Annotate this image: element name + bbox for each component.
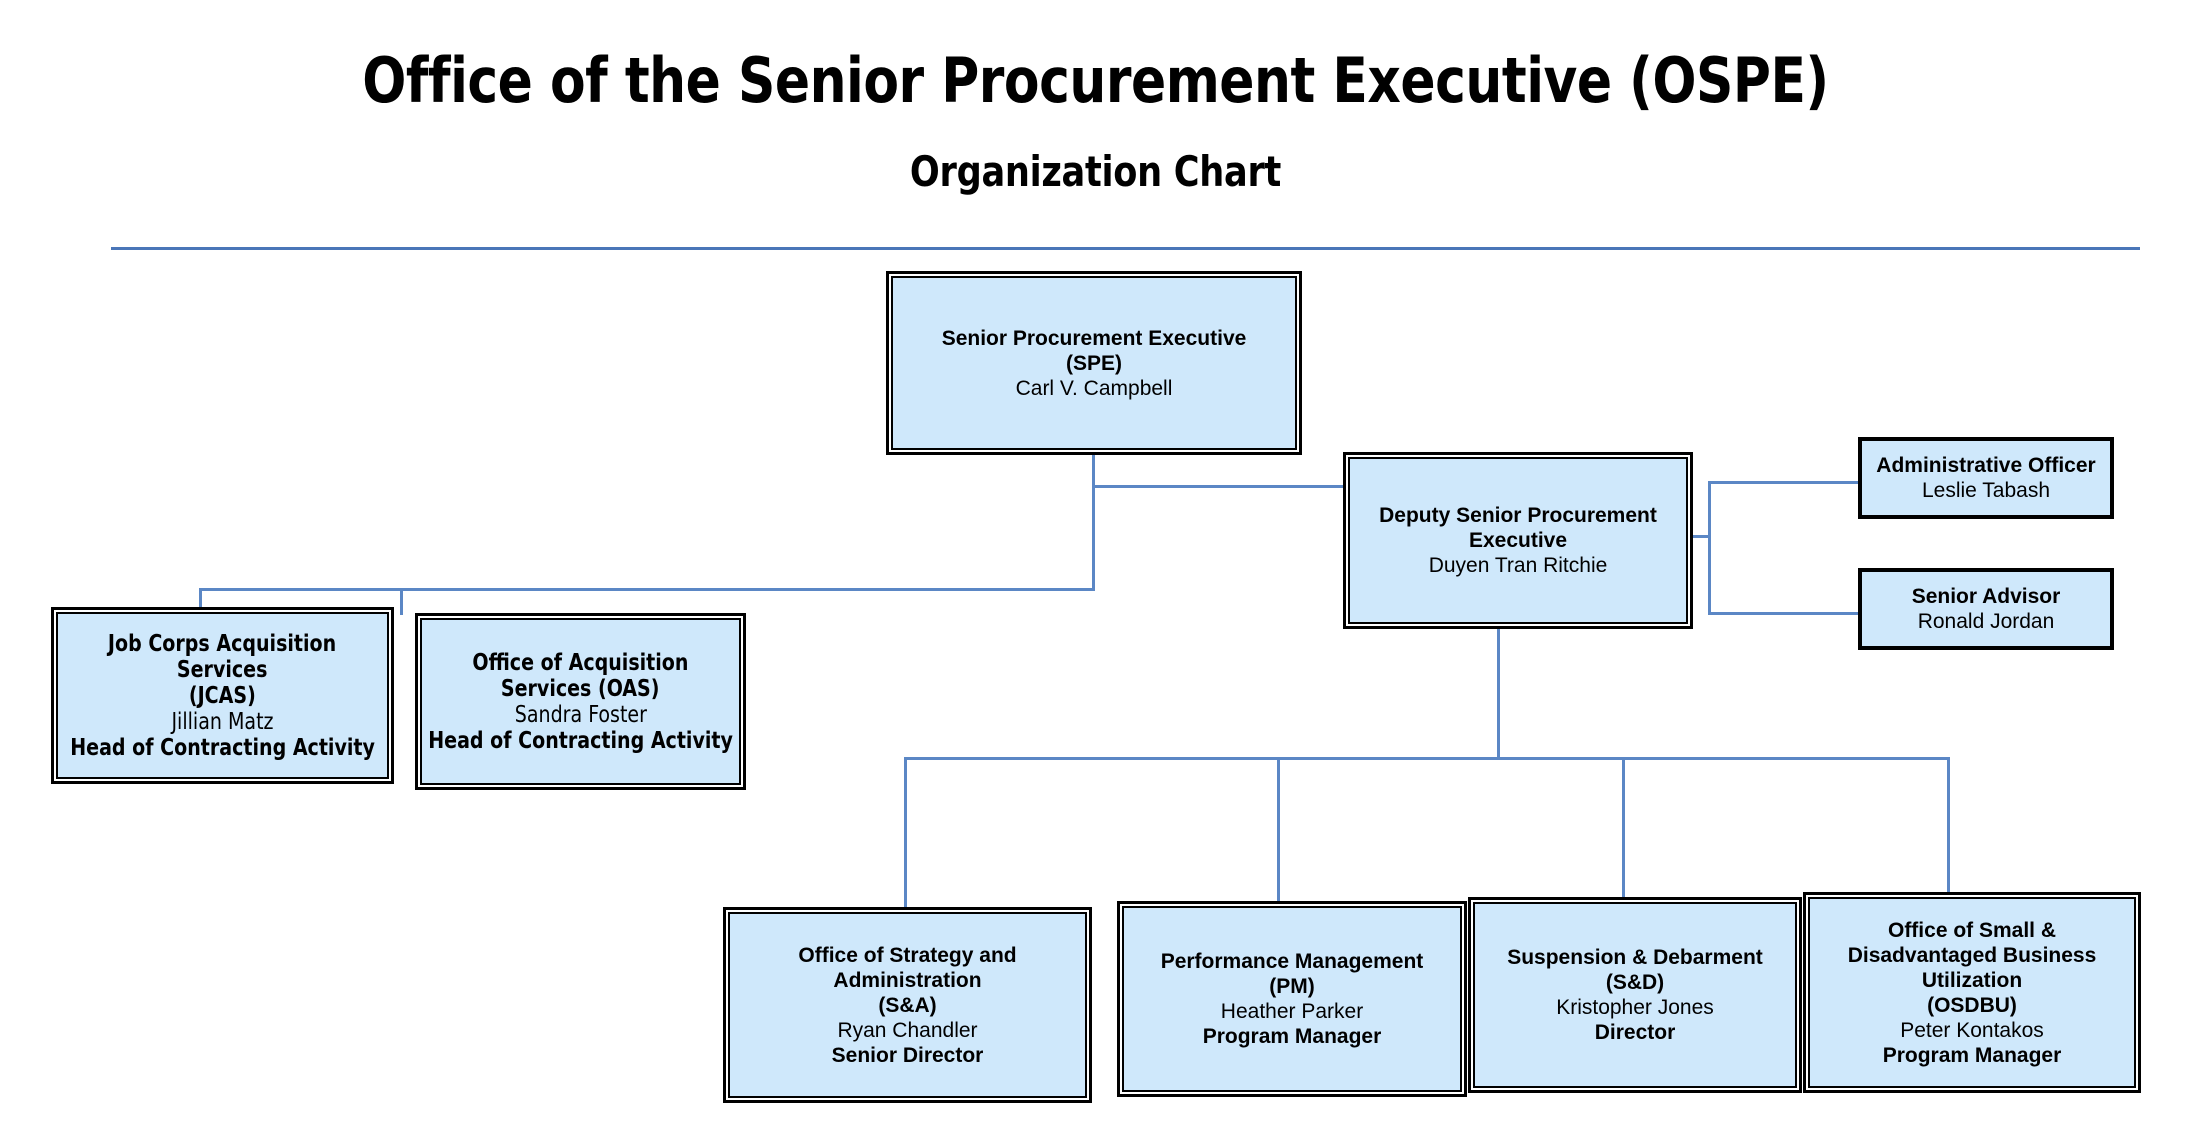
connector-bottom-bus [904,757,1950,760]
node-line: Services (OAS) [501,675,660,702]
node-suspension-and-debarment[interactable]: Suspension & Debarment (S&D) Kristopher … [1468,897,1802,1093]
page-title: Office of the Senior Procurement Executi… [362,44,1829,117]
node-body: Administrative Officer Leslie Tabash [1862,441,2110,515]
node-line: Office of Acquisition [472,649,689,676]
node-senior-advisor[interactable]: Senior Advisor Ronald Jordan [1858,568,2114,650]
connector-drop-sd [1622,757,1625,899]
node-line: Executive [1468,529,1568,552]
node-line: Director [1594,1021,1676,1044]
page-subtitle: Organization Chart [909,147,1282,196]
node-performance-management[interactable]: Performance Management (PM) Heather Park… [1117,901,1467,1097]
node-line: Kristopher Jones [1556,996,1714,1019]
connector-drop-pm [1277,757,1280,903]
node-line: Suspension & Debarment [1507,946,1763,969]
node-line: (JCAS) [189,682,256,709]
node-line: Heather Parker [1220,1000,1364,1023]
connector-spe-stem [1092,455,1095,591]
connector-drop-jcas [199,588,202,608]
node-office-of-strategy-and-administration[interactable]: Office of Strategy and Administration (S… [723,907,1092,1103]
node-line: Utilization [1921,968,2023,992]
node-line: Senior Advisor [1911,585,2061,608]
node-line: (SPE) [1065,351,1122,375]
node-line: Office of Small & [1887,918,2057,942]
node-body: Office of Acquisition Services (OAS) San… [420,618,741,785]
node-job-corps-acquisition-services[interactable]: Job Corps Acquisition Services (JCAS) Ji… [51,607,394,784]
connector-to-senior-advisor [1708,612,1860,615]
node-office-of-small-and-disadvantaged-business-utilization[interactable]: Office of Small & Disadvantaged Business… [1803,892,2141,1093]
node-line: Peter Kontakos [1900,1018,2044,1042]
node-line: Deputy Senior Procurement [1379,504,1657,527]
node-office-of-acquisition-services[interactable]: Office of Acquisition Services (OAS) San… [415,613,746,790]
connector-left-bus [199,588,1095,591]
node-line: Ronald Jordan [1917,610,2055,633]
node-line: (PM) [1269,975,1315,998]
node-body: Office of Small & Disadvantaged Business… [1808,897,2136,1088]
node-body: Job Corps Acquisition Services (JCAS) Ji… [56,612,389,779]
connector-deputy-stem [1497,629,1500,759]
node-line: (S&D) [1605,971,1665,994]
connector-drop-oas [400,588,403,615]
node-line: Program Manager [1202,1025,1382,1048]
node-line: Disadvantaged Business [1847,943,2097,967]
node-line: Jillian Matz [171,708,274,735]
connector-to-admin-officer [1708,481,1860,484]
node-line: Administrative Officer [1876,454,2096,477]
node-line: Head of Contracting Activity [428,727,733,754]
node-line: Senior Director [831,1043,984,1067]
node-line: Leslie Tabash [1921,479,2051,502]
connector-drop-osdbu [1947,757,1950,894]
node-line: Job Corps Acquisition [108,630,337,657]
node-line: Office of Strategy and [798,943,1017,967]
node-line: Senior Procurement Executive [941,326,1247,350]
node-body: Senior Procurement Executive (SPE) Carl … [891,276,1297,450]
node-line: Carl V. Campbell [1015,376,1173,400]
node-line: Ryan Chandler [837,1018,978,1042]
node-line: Sandra Foster [514,701,647,728]
node-deputy-senior-procurement-executive[interactable]: Deputy Senior Procurement Executive Duye… [1343,452,1693,629]
node-line: Program Manager [1882,1043,2062,1067]
node-line: (S&A) [878,993,937,1017]
node-line: Performance Management [1160,950,1424,973]
node-line: Duyen Tran Ritchie [1428,554,1608,577]
node-line: Services [177,656,268,683]
node-line: (OSDBU) [1927,993,2017,1017]
node-body: Senior Advisor Ronald Jordan [1862,572,2110,646]
node-body: Performance Management (PM) Heather Park… [1122,906,1462,1092]
connector-spe-to-deputy [1092,485,1344,488]
node-body: Suspension & Debarment (S&D) Kristopher … [1473,902,1797,1088]
connector-drop-sa [904,757,907,909]
node-body: Office of Strategy and Administration (S… [728,912,1087,1098]
node-senior-procurement-executive[interactable]: Senior Procurement Executive (SPE) Carl … [886,271,1302,455]
connector-deputy-right-stub [1686,535,1710,538]
node-body: Deputy Senior Procurement Executive Duye… [1348,457,1688,624]
node-line: Administration [833,968,982,992]
title-divider-rule [111,247,2140,250]
node-administrative-officer[interactable]: Administrative Officer Leslie Tabash [1858,437,2114,519]
connector-right-spine [1708,481,1711,615]
node-line: Head of Contracting Activity [70,734,375,761]
